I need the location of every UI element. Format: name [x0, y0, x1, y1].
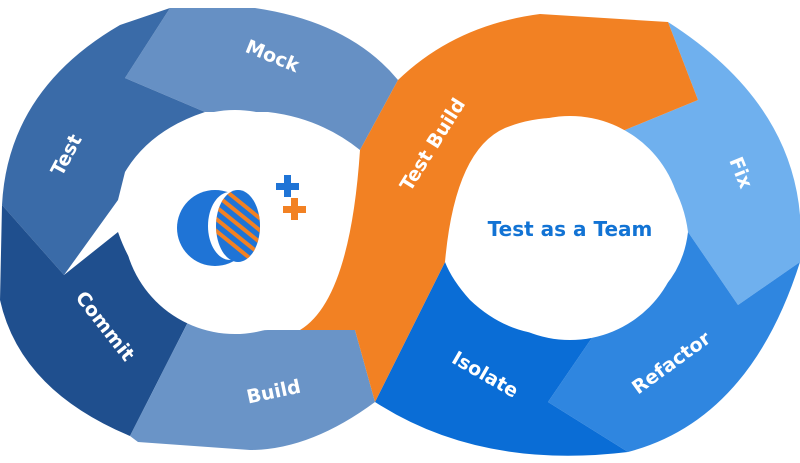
segment-isolate [375, 262, 628, 456]
left-ring [0, 8, 398, 450]
segment-fix [620, 22, 800, 305]
center-title: Test as a Team [488, 217, 653, 241]
segment-refactor [548, 232, 800, 452]
segment-commit [0, 205, 190, 436]
right-center-circle [458, 116, 682, 340]
plus-icon-orange [283, 198, 306, 220]
right-ring [300, 14, 800, 456]
segment-test-build [300, 14, 698, 402]
segment-mock [125, 8, 398, 150]
segment-test [2, 8, 205, 275]
plus-icon-blue [276, 175, 299, 197]
segment-build [130, 318, 375, 450]
